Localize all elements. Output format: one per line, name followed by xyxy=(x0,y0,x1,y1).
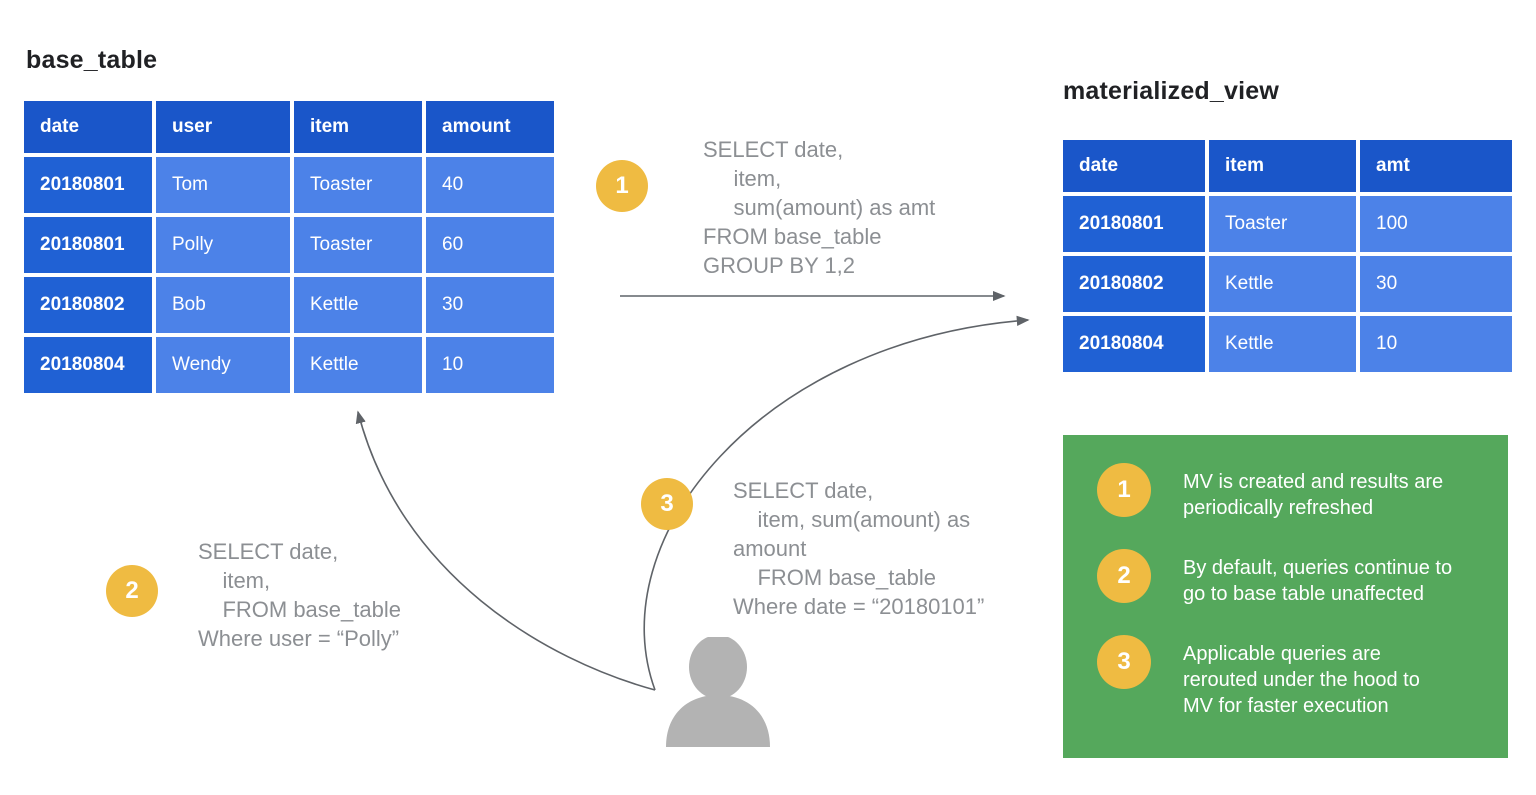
cell-date: 20180802 xyxy=(24,277,152,333)
sql-query-3: SELECT date, item, sum(amount) as amount… xyxy=(733,478,985,619)
cell-amt: 30 xyxy=(1360,256,1512,312)
materialized-view-table: date item amt 20180801 Toaster 100 20180… xyxy=(1063,140,1512,372)
cell-amt: 100 xyxy=(1360,196,1512,252)
materialized-view-title: materialized_view xyxy=(1063,77,1280,105)
cell-date: 20180801 xyxy=(24,217,152,273)
cell-user: Polly xyxy=(156,217,290,273)
table-row: 20180802 Bob Kettle 30 xyxy=(24,277,554,333)
legend-text-1: MV is created and results are periodical… xyxy=(1183,471,1444,519)
legend-panel: 1 MV is created and results are periodic… xyxy=(1063,435,1508,758)
base-table: date user item amount 20180801 Tom Toast… xyxy=(24,101,554,393)
legend-text-2: By default, queries continue to go to ba… xyxy=(1183,557,1453,605)
cell-user: Bob xyxy=(156,277,290,333)
table-row: 20180801 Tom Toaster 40 xyxy=(24,157,554,213)
column-header-date: date xyxy=(24,101,152,153)
cell-date: 20180802 xyxy=(1063,256,1205,312)
curved-arrow-up-icon xyxy=(355,410,656,691)
sql-query-1: SELECT date, item, sum(amount) as amt FR… xyxy=(703,137,936,278)
cell-amount: 10 xyxy=(426,337,554,393)
column-header-amt: amt xyxy=(1360,140,1512,192)
cell-item: Toaster xyxy=(294,157,422,213)
legend-badge-3: 3 xyxy=(1097,635,1151,689)
table-row: 20180801 Toaster 100 xyxy=(1063,196,1512,252)
legend-badge-2: 2 xyxy=(1097,549,1151,603)
table-header-row: date user item amount xyxy=(24,101,554,153)
cell-item: Toaster xyxy=(1209,196,1356,252)
base-table-title: base_table xyxy=(26,46,158,74)
cell-amount: 40 xyxy=(426,157,554,213)
cell-item: Kettle xyxy=(1209,256,1356,312)
column-header-date: date xyxy=(1063,140,1205,192)
column-header-amount: amount xyxy=(426,101,554,153)
step-2-annotation: 2 SELECT date, item, FROM base_table Whe… xyxy=(106,539,401,653)
legend-badge-1: 1 xyxy=(1097,463,1151,517)
table-row: 20180801 Polly Toaster 60 xyxy=(24,217,554,273)
table-row: 20180804 Wendy Kettle 10 xyxy=(24,337,554,393)
cell-item: Toaster xyxy=(294,217,422,273)
step-3-annotation: 3 SELECT date, item, sum(amount) as amou… xyxy=(641,476,984,621)
cell-date: 20180804 xyxy=(1063,316,1205,372)
step-badge-2: 2 xyxy=(106,565,158,617)
cell-date: 20180801 xyxy=(24,157,152,213)
cell-amount: 30 xyxy=(426,277,554,333)
legend-item: 2 By default, queries continue to go to … xyxy=(1089,549,1482,607)
cell-user: Wendy xyxy=(156,337,290,393)
cell-item: Kettle xyxy=(1209,316,1356,372)
cell-amount: 60 xyxy=(426,217,554,273)
cell-date: 20180801 xyxy=(1063,196,1205,252)
table-row: 20180804 Kettle 10 xyxy=(1063,316,1512,372)
legend-item: 1 MV is created and results are periodic… xyxy=(1089,463,1482,521)
legend-item: 3 Applicable queries are rerouted under … xyxy=(1089,635,1482,719)
step-badge-1: 1 xyxy=(596,160,648,212)
step-1-annotation: 1 SELECT date, item, sum(amount) as amt … xyxy=(596,133,935,280)
sql-query-2: SELECT date, item, FROM base_table Where… xyxy=(198,539,401,651)
legend-text-3: Applicable queries are rerouted under th… xyxy=(1183,643,1420,717)
table-header-row: date item amt xyxy=(1063,140,1512,192)
column-header-item: item xyxy=(294,101,422,153)
column-header-item: item xyxy=(1209,140,1356,192)
step-badge-3: 3 xyxy=(641,478,693,530)
cell-user: Tom xyxy=(156,157,290,213)
user-avatar-icon xyxy=(666,637,770,747)
table-row: 20180802 Kettle 30 xyxy=(1063,256,1512,312)
column-header-user: user xyxy=(156,101,290,153)
cell-amt: 10 xyxy=(1360,316,1512,372)
cell-date: 20180804 xyxy=(24,337,152,393)
cell-item: Kettle xyxy=(294,337,422,393)
cell-item: Kettle xyxy=(294,277,422,333)
